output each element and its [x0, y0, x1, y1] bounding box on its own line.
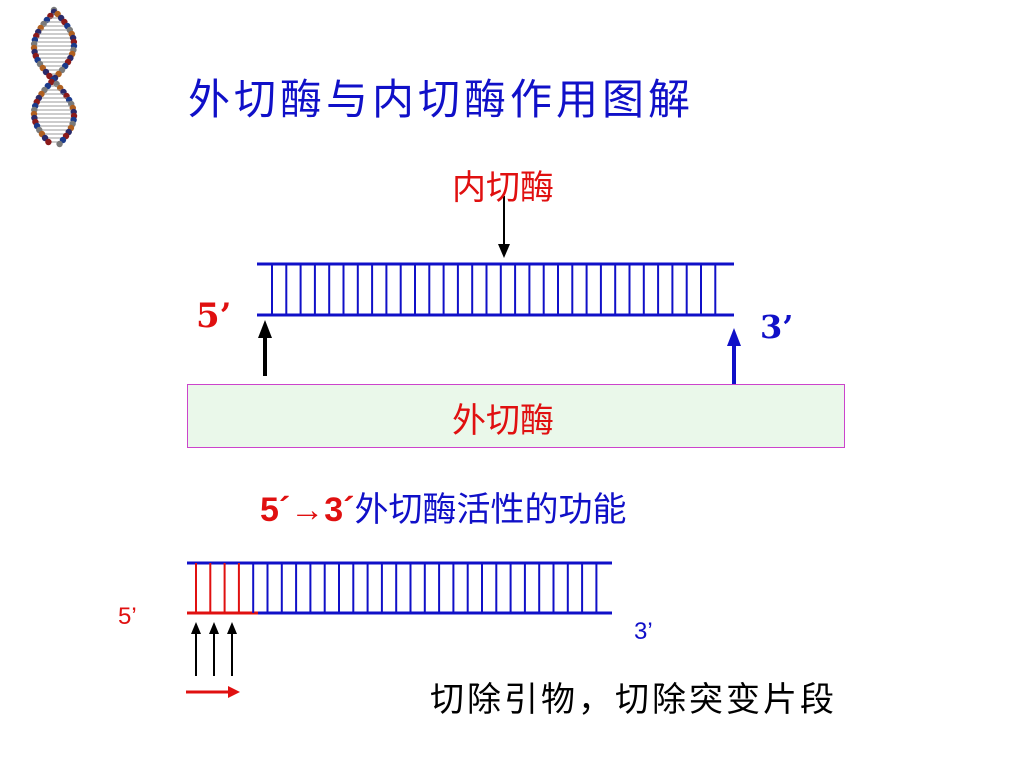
excision-arrows: [191, 622, 237, 676]
helix-atom: [56, 140, 63, 148]
direction-label: 5´→3´: [260, 491, 355, 529]
exonuclease-box: [187, 384, 845, 448]
exonuclease-arrow-right: [727, 328, 741, 384]
caption: 切除引物，切除突变片段: [430, 680, 837, 720]
top-dna-ladder: [257, 262, 734, 317]
bottom-dna-ladder: [187, 561, 612, 615]
page-title: 外切酶与内切酶作用图解: [188, 75, 695, 124]
endonuclease-label: 内切酶: [452, 168, 554, 208]
bottom-three-prime-label: 3’: [634, 618, 653, 645]
exonuclease-label: 外切酶: [452, 401, 554, 441]
three-prime-end-label: 3’: [760, 308, 794, 346]
direction-arrow: [186, 686, 240, 698]
function-heading: 5´→3´外切酶活性的功能: [260, 482, 626, 531]
dna-helix-icon: [30, 6, 78, 148]
helix-atom: [45, 138, 52, 146]
exonuclease-arrow-left: [258, 320, 272, 376]
endonuclease-arrow: [498, 196, 510, 258]
function-text: 外切酶活性的功能: [354, 490, 627, 530]
bottom-five-prime-label: 5’: [118, 603, 137, 630]
five-prime-end-label: 5’: [196, 296, 232, 336]
